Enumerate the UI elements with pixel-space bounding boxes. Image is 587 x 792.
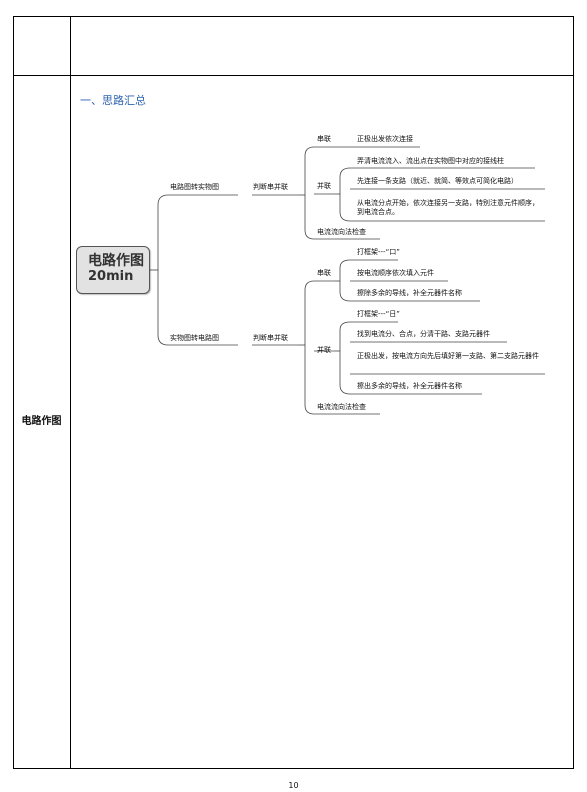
root-title: 电路作图 xyxy=(88,253,144,269)
branch1-parallel-step: 先连接一条支路（就近、就简、等效点可简化电路） xyxy=(357,177,518,185)
branch1-check: 电流流向法检查 xyxy=(317,228,366,236)
branch1-series-step: 正极出发依次连接 xyxy=(357,135,413,143)
branch2-series-step: 打框架---“口” xyxy=(357,248,400,256)
branch2-label: 实物图转电路图 xyxy=(170,334,219,342)
branch2-series-step: 按电流顺序依次填入元件 xyxy=(357,269,434,277)
branch2-parallel-step: 打框架---“日” xyxy=(357,310,400,318)
table-border xyxy=(13,16,574,769)
page-number: 10 xyxy=(288,781,299,790)
mindmap-root: 电路作图 20min xyxy=(76,246,150,294)
branch1-parallel-step: 弄清电流流入、流出点在实物图中对应的接线柱 xyxy=(357,157,504,165)
branch2-judge: 判断串并联 xyxy=(253,334,288,342)
table-column-divider xyxy=(70,16,71,769)
root-duration: 20min xyxy=(88,269,134,284)
section-title: 一、思路汇总 xyxy=(80,94,146,107)
branch2-parallel-label: 并联 xyxy=(317,346,331,354)
branch1-parallel-step: 从电流分点开始，依次连接另一支路，特别注意元件顺序，到电流合点。 xyxy=(357,199,539,216)
branch1-series-label: 串联 xyxy=(317,135,331,143)
table-row-divider xyxy=(13,75,574,76)
branch1-parallel-label: 并联 xyxy=(317,182,331,190)
branch2-series-label: 串联 xyxy=(317,269,331,277)
branch2-check: 电流流向法检查 xyxy=(317,403,366,411)
branch1-judge: 判断串并联 xyxy=(253,183,288,191)
row-label: 电路作图 xyxy=(21,416,62,427)
branch2-series-step: 擦除多余的导线，补全元器件名称 xyxy=(357,289,462,297)
branch2-parallel-step: 正极出发，按电流方向先后填好第一支路、第二支路元器件 xyxy=(357,352,539,360)
branch2-parallel-step: 擦出多余的导线，补全元器件名称 xyxy=(357,382,462,390)
branch2-parallel-step: 找到电流分、合点，分清干路、支路元器件 xyxy=(357,330,490,338)
branch1-label: 电路图转实物图 xyxy=(170,183,219,191)
